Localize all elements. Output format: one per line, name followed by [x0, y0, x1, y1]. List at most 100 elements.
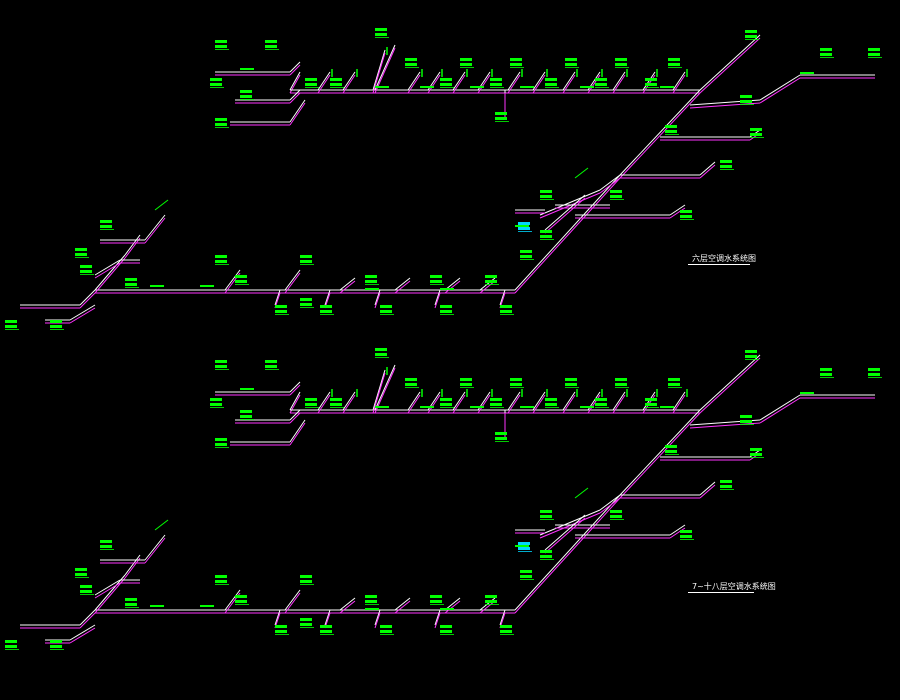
pipe-size-label [515, 545, 529, 547]
return-pipe [94, 262, 121, 279]
unit-tag [540, 230, 554, 240]
unit-tag [540, 510, 554, 520]
unit-tag [680, 530, 694, 540]
unit-tag [720, 160, 734, 170]
return-pipe [689, 102, 761, 109]
return-pipe [514, 497, 621, 614]
leader-line [154, 519, 169, 531]
unit-tag [365, 595, 379, 605]
pipe-size-label [470, 86, 484, 88]
unit-tag [380, 305, 394, 315]
supply-pipe [317, 391, 331, 411]
unit-tag [490, 398, 504, 408]
supply-pipe [342, 71, 356, 91]
supply-pipe [599, 174, 621, 191]
unit-tag [380, 625, 394, 635]
pipe-size-label [800, 392, 814, 394]
return-pipe [374, 47, 396, 94]
supply-pipe [224, 589, 241, 611]
pipe-size-label [240, 388, 254, 390]
unit-tag [210, 78, 224, 88]
return-pipe [672, 394, 686, 414]
unit-tag [275, 625, 289, 635]
supply-pipe [324, 609, 331, 626]
return-pipe [759, 397, 801, 424]
return-pipe [544, 197, 586, 234]
pipe-size-label [375, 406, 389, 408]
return-pipe [507, 394, 521, 414]
unit-tag [440, 398, 454, 408]
return-pipe [669, 527, 686, 539]
pipe-size-label [150, 285, 164, 287]
unit-tag [500, 305, 514, 315]
unit-tag [645, 398, 659, 408]
return-pipe [394, 280, 411, 294]
leader-line [574, 487, 589, 499]
pipe-size-label [240, 68, 254, 70]
supply-pipe [544, 514, 586, 551]
return-pipe [339, 280, 356, 294]
unit-tag [265, 40, 279, 50]
return-pipe [514, 177, 621, 294]
pipe-size-label [515, 225, 529, 227]
supply-pipe [612, 391, 626, 411]
caption-underline [688, 592, 754, 593]
supply-pipe [479, 277, 496, 291]
unit-tag [215, 255, 229, 265]
return-pipe [289, 412, 301, 424]
unit-tag [305, 398, 319, 408]
unit-tag [520, 570, 534, 580]
unit-tag [485, 275, 499, 285]
unit-tag [430, 595, 444, 605]
unit-tag [215, 575, 229, 585]
caption-underline [688, 264, 750, 265]
pipe-size-label [440, 608, 454, 610]
unit-tag [868, 368, 882, 378]
supply-pipe [672, 391, 686, 411]
supply-pipe [759, 394, 801, 421]
supply-pipe [317, 71, 331, 91]
pipe-size-label [420, 406, 434, 408]
return-pipe [699, 357, 761, 414]
supply-pipe [289, 89, 301, 101]
supply-pipe [507, 71, 521, 91]
supply-pipe [699, 34, 761, 91]
unit-tag [615, 378, 629, 388]
pipe-size-label [660, 406, 674, 408]
supply-pipe [144, 534, 166, 561]
return-pipe [477, 394, 491, 414]
unit-tag [300, 255, 314, 265]
supply-pipe [562, 71, 576, 91]
unit-tag [305, 78, 319, 88]
unit-tag [320, 305, 334, 315]
supply-pipe [224, 269, 241, 291]
unit-tag [100, 220, 114, 230]
return-pipe [144, 217, 166, 244]
supply-pipe [699, 354, 761, 411]
supply-pipe [374, 289, 381, 306]
unit-tag [235, 275, 249, 285]
return-pipe [342, 394, 356, 414]
cyan-unit-tag [518, 222, 532, 232]
return-pipe [407, 394, 421, 414]
supply-pipe [452, 71, 466, 91]
unit-tag [300, 575, 314, 585]
return-pipe [427, 74, 441, 94]
unit-tag [235, 595, 249, 605]
supply-pipe [619, 89, 701, 176]
unit-tag [440, 625, 454, 635]
supply-pipe [434, 289, 441, 306]
return-pipe [289, 102, 306, 126]
unit-tag [540, 550, 554, 560]
unit-tag [460, 378, 474, 388]
return-pipe [69, 627, 96, 644]
return-pipe [79, 292, 96, 309]
return-pipe [477, 74, 491, 94]
return-pipe [444, 600, 461, 614]
return-pipe [759, 77, 801, 104]
return-pipe [532, 394, 546, 414]
supply-pipe [372, 369, 386, 411]
return-pipe [94, 257, 126, 294]
supply-pipe [532, 71, 546, 91]
